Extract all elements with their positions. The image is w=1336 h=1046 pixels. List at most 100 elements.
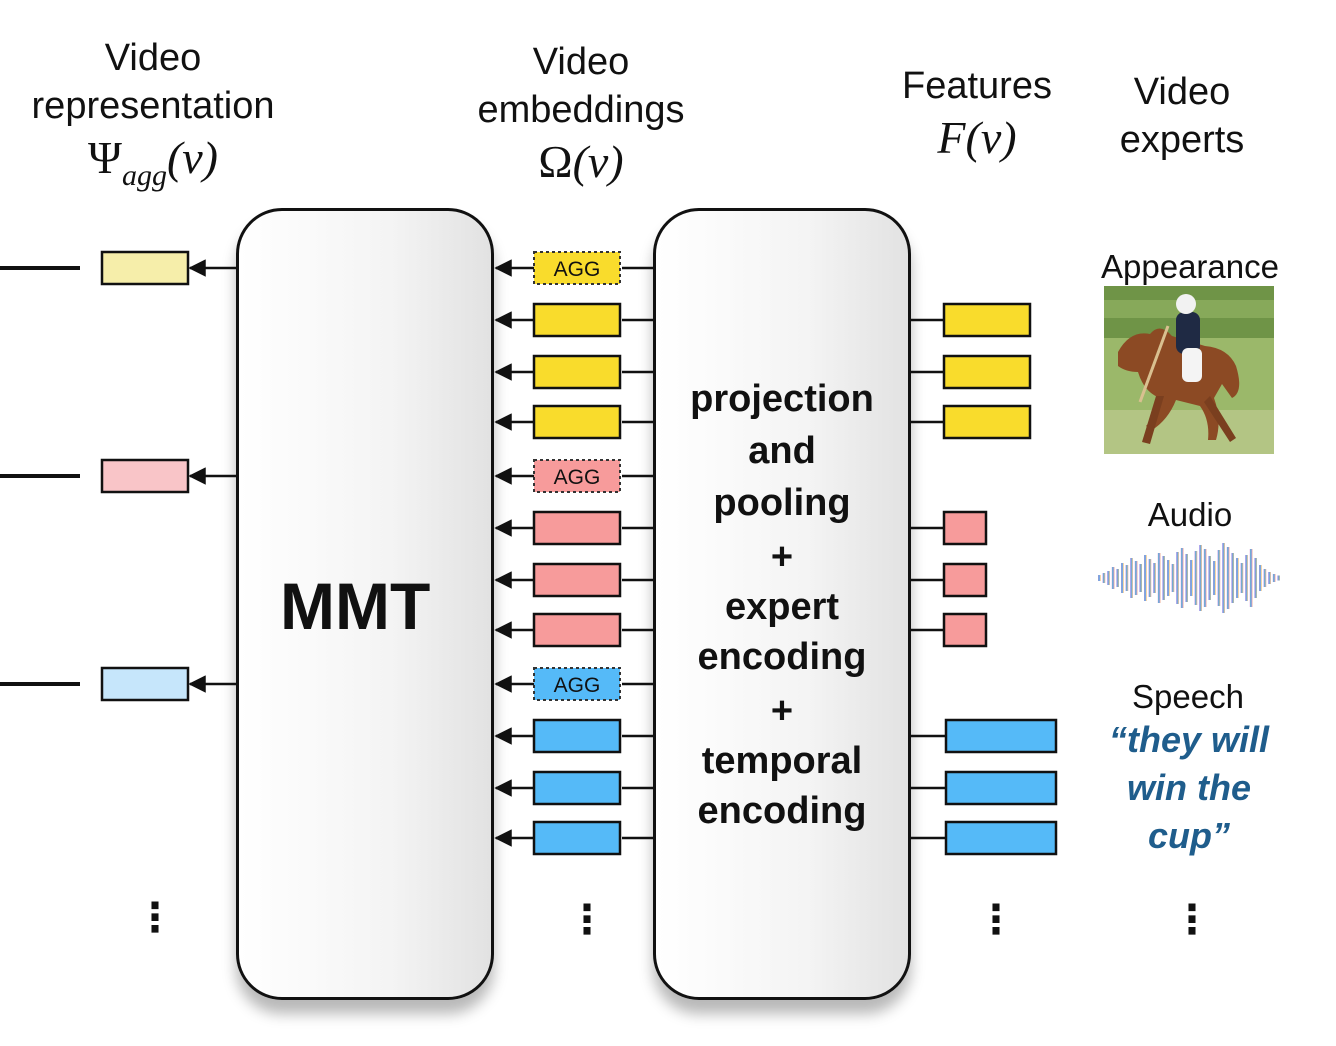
processing-text-line: encoding: [697, 636, 867, 678]
waveform-bar: [1162, 556, 1165, 600]
waveform-bar: [1153, 563, 1156, 593]
waveform-bar: [1180, 548, 1184, 608]
symbol: Ψ: [87, 132, 122, 183]
header-line: embeddings: [477, 89, 685, 131]
psi-agg-symbol: Ψagg(v): [8, 134, 298, 200]
feature-box: [942, 354, 1032, 390]
waveform-bar: [1203, 549, 1207, 607]
waveform-bar: [1148, 559, 1152, 597]
waveform-bar: [1144, 555, 1147, 601]
processing-text-line: temporal: [701, 740, 863, 782]
feature-box: [944, 718, 1058, 754]
waveform-bar: [1231, 553, 1234, 603]
header-video-embeddings: Video embeddings Ω(v): [450, 38, 712, 186]
waveform-bar: [1157, 553, 1161, 603]
connector-lines: [0, 259, 946, 847]
waveform-bar: [1125, 565, 1129, 591]
header-video-experts: Video experts: [1090, 68, 1274, 164]
waveform-bar: [1121, 563, 1124, 593]
agg-token-label: AGG: [554, 674, 601, 697]
appearance-label: Appearance: [1101, 248, 1279, 285]
waveform-bar: [1259, 565, 1262, 591]
ellipsis-representation: ⋮: [135, 896, 175, 940]
agg-token-box: [533, 667, 621, 701]
embedding-box: [532, 820, 622, 856]
agg-token-box: [533, 251, 621, 285]
waveform-bar: [1217, 550, 1221, 606]
processing-text-line: +: [770, 690, 794, 732]
embedding-box: [532, 354, 622, 390]
argument: (v): [965, 112, 1017, 163]
argument: (v): [572, 136, 624, 187]
waveform-bar: [1240, 563, 1244, 593]
waveform-bar: [1272, 574, 1276, 582]
feature-box: [942, 302, 1032, 338]
waveform-bar: [1098, 575, 1101, 581]
speech-quote-line: “they will: [1108, 719, 1270, 760]
header-line: experts: [1119, 119, 1245, 161]
processing-text-line: +: [770, 536, 794, 578]
waveform-bar: [1245, 555, 1248, 601]
header-line: Features: [902, 65, 1052, 107]
embedding-box: [532, 510, 622, 546]
waveform-bar: [1167, 560, 1170, 596]
header-video-representation: Video representation Ψagg(v): [8, 34, 298, 200]
speech-quote-line: win the: [1127, 767, 1251, 808]
video-representation-box: [100, 666, 190, 702]
header-line: Video: [532, 41, 630, 83]
subscript: agg: [121, 159, 167, 192]
waveform-bar: [1277, 575, 1280, 581]
waveform-bar: [1268, 572, 1271, 584]
agg-token-box: [533, 459, 621, 493]
waveform-bar: [1236, 558, 1239, 598]
speech-quote: “they will win the cup”: [1086, 716, 1292, 860]
embedding-box: [532, 770, 622, 806]
projection-block: [653, 208, 911, 1000]
argument: (v): [166, 132, 218, 183]
embedding-boxes: [100, 250, 1058, 856]
processing-text-line: and: [748, 430, 816, 472]
header-line: Video: [104, 37, 202, 79]
waveform-bar: [1249, 549, 1253, 607]
symbol: Ω: [538, 136, 573, 187]
processing-text-line: pooling: [713, 482, 851, 524]
mmt-label: MMT: [280, 569, 431, 643]
omega-symbol: Ω(v): [450, 138, 712, 186]
appearance-image: [1104, 286, 1274, 454]
mmt-block: [236, 208, 494, 1000]
waveform-bar: [1176, 552, 1179, 604]
embedding-box: [532, 612, 622, 648]
header-line: Video: [1133, 71, 1231, 113]
feature-box: [944, 770, 1058, 806]
waveform-bar: [1116, 569, 1119, 587]
ellipsis-features: ⋮: [976, 898, 1016, 942]
processing-text-line: encoding: [697, 790, 867, 832]
feature-box: [942, 510, 988, 546]
waveform-bar: [1263, 569, 1267, 587]
waveform-bar: [1222, 543, 1225, 613]
video-representation-box: [100, 458, 190, 494]
processing-text-line: projection: [690, 378, 874, 420]
waveform-bar: [1226, 547, 1230, 609]
agg-token-label: AGG: [554, 466, 601, 489]
processing-text-line: expert: [724, 586, 840, 628]
waveform-bar: [1130, 558, 1133, 598]
agg-token-label: AGG: [554, 258, 601, 281]
agg-labels: AGG AGG AGG: [554, 258, 601, 697]
waveform-bar: [1139, 564, 1142, 592]
audio-waveform-image: [1098, 543, 1280, 613]
waveform-bar: [1208, 556, 1211, 600]
waveform-bar: [1111, 567, 1115, 589]
feature-box: [942, 562, 988, 598]
waveform-bar: [1194, 551, 1198, 605]
waveform-bar: [1107, 571, 1110, 585]
waveform-bar: [1190, 560, 1193, 596]
waveform-bar: [1199, 545, 1202, 611]
speech-quote-line: cup”: [1147, 815, 1230, 856]
header-line: representation: [31, 85, 275, 127]
embedding-box: [532, 302, 622, 338]
waveform-bar: [1185, 554, 1188, 602]
video-representation-box: [100, 250, 190, 286]
ellipsis-experts: ⋮: [1172, 898, 1212, 942]
